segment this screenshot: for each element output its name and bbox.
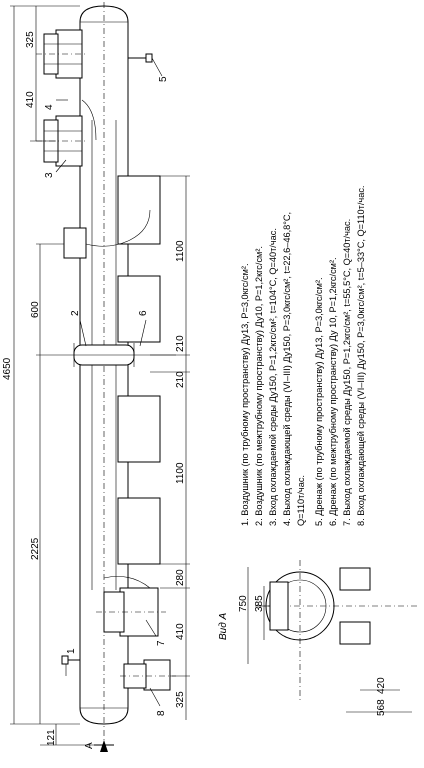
legend-item-1: 1. Воздушник (по трубному пространству) … [240,263,250,526]
nozzle-4-flange [55,29,83,79]
nozzle-8-flange [143,659,171,691]
callout-6-leader [139,319,147,347]
instrument-cable [85,209,151,247]
section-mark: A [84,742,95,749]
view-a-flange-left [269,581,289,631]
callout-5: 5 [158,76,169,82]
dim-121: 121 [46,729,57,746]
dim-385: 385 [254,595,265,612]
legend-item-4: 4. Выход охлаждающей среды (VI–III) Ду15… [282,212,292,526]
legend-item-2: 2. Воздушник (по межтрубному пространств… [254,246,264,526]
callout-1: 1 [66,648,77,654]
vent-1 [61,655,80,676]
nozzle-8-assembly [120,659,176,691]
callout-7: 7 [156,640,167,646]
section-arrow-a: A [84,740,114,752]
side-block-1 [117,175,161,245]
nozzle-3-pipe [81,99,97,141]
side-block-2 [117,275,161,343]
drain-5-leader [151,57,163,77]
legend-item-4b: Q=110т/час. [296,475,306,526]
side-blocks [117,175,161,565]
view-a-label: Вид А [218,612,229,640]
drain-5-plug [145,53,153,63]
dim-1100-lower: 1100 [175,462,186,484]
dim-325-bottom: 325 [175,691,186,708]
nozzle-7-assembly [96,576,166,637]
dim-1100-upper: 1100 [175,240,186,262]
nozzle-4-assembly [36,29,86,79]
callout-2-leader [79,319,87,347]
section-arrow-head [100,740,108,752]
instrument-box-body [63,227,87,259]
dim-420: 420 [376,677,387,694]
view-a-nozzle-lower [339,621,371,645]
dim-210-a: 210 [175,335,186,352]
left-dimensions: 4650 325 410 2225 600 121 [2,5,94,746]
instrument-box [63,209,151,259]
vent-1-plug [61,655,69,665]
callouts: 4 3 5 2 6 7 8 1 [44,76,169,716]
right-dimensions: 1100 210 210 1100 280 410 325 [150,175,190,720]
expansion-joint [60,343,176,367]
nozzle-7-pipe [103,576,151,589]
view-a-nozzle-upper [339,567,371,591]
nozzle-3-flange [55,115,83,167]
dim-410-bottom: 410 [175,623,186,640]
drain-5 [128,53,163,77]
legend-item-5: 5. Дренаж (по трубному пространству) Ду1… [314,277,324,526]
dim-2225: 2225 [30,537,41,560]
dim-600: 600 [30,301,41,318]
dim-280: 280 [175,569,186,586]
legend-item-3: 3. Вход охлаждаемой среды Ду150, Р=1,2кг… [268,228,278,526]
nozzle-3-assembly [36,99,97,167]
dim-325-top: 325 [25,31,36,48]
legend-item-7: 7. Выход охлаждаемой среды Ду150, Р=1,2к… [342,219,352,526]
callout-8: 8 [156,710,167,716]
callout-8-leader [149,687,161,707]
legend-item-6: 6. Дренаж (по межтрубному пространству) … [328,257,338,526]
side-block-4 [117,497,161,565]
dim-410-top: 410 [25,91,36,108]
dim-568: 568 [376,699,387,716]
dim-750: 750 [238,595,249,612]
legend-block: 1. Воздушник (по трубному пространству) … [240,186,366,526]
callout-6: 6 [138,310,149,316]
callout-3: 3 [44,172,55,178]
callout-2: 2 [70,310,81,316]
side-block-3 [117,395,161,463]
dim-4650: 4650 [2,357,13,380]
callout-4: 4 [44,104,55,110]
view-a: Вид А 750 385 420 568 [218,560,420,716]
callout-3-leader [55,159,67,173]
legend-item-8: 8. Вход охлаждающей среды (VI–III) Ду150… [356,186,366,526]
callout-7-leader [145,619,157,637]
dim-210-b: 210 [175,371,186,388]
